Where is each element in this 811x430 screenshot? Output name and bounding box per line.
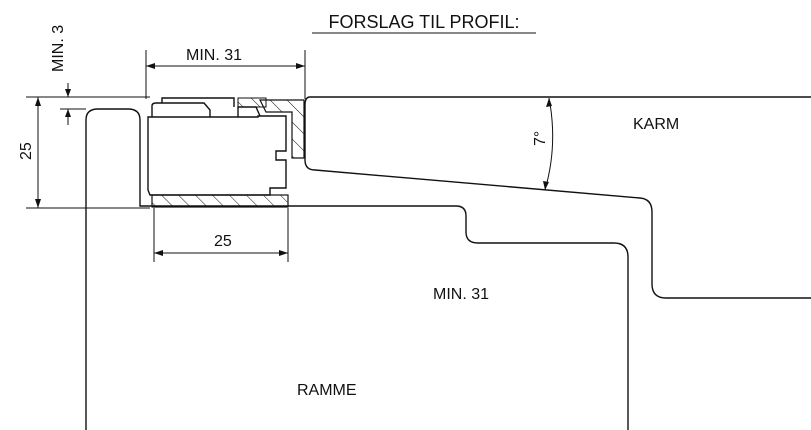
min3-label: MIN. 3 xyxy=(50,25,67,72)
height-25-label: 25 xyxy=(18,142,35,160)
dimension-min31-top: MIN. 31 xyxy=(145,47,306,99)
gasket-base-hatch xyxy=(151,194,289,208)
ramme-outline xyxy=(85,108,629,430)
dimension-width-25: 25 xyxy=(153,208,289,262)
dimension-angle-7: 7° xyxy=(532,97,554,191)
gasket-top-flap-2 xyxy=(161,97,235,107)
gasket-top-hatch xyxy=(237,97,267,108)
gasket-body xyxy=(147,115,287,196)
dimension-height-25: 25 xyxy=(18,97,150,209)
min31-top-label: MIN. 31 xyxy=(186,47,242,64)
gasket-side-hatch xyxy=(259,99,305,159)
gasket-top-flap xyxy=(151,102,211,117)
width-25-label: 25 xyxy=(214,233,232,250)
angle-label: 7° xyxy=(532,131,549,146)
ramme-label: RAMME xyxy=(297,382,357,399)
drawing-title: FORSLAG TIL PROFIL: xyxy=(328,12,519,32)
dimension-min3: MIN. 3 xyxy=(26,25,150,125)
ramme-rebate-dimension: MIN. 31 xyxy=(433,286,489,303)
karm-label: KARM xyxy=(633,116,679,133)
karm-outline xyxy=(304,96,811,299)
gasket-lip xyxy=(237,106,261,117)
seal-profile xyxy=(147,97,305,208)
